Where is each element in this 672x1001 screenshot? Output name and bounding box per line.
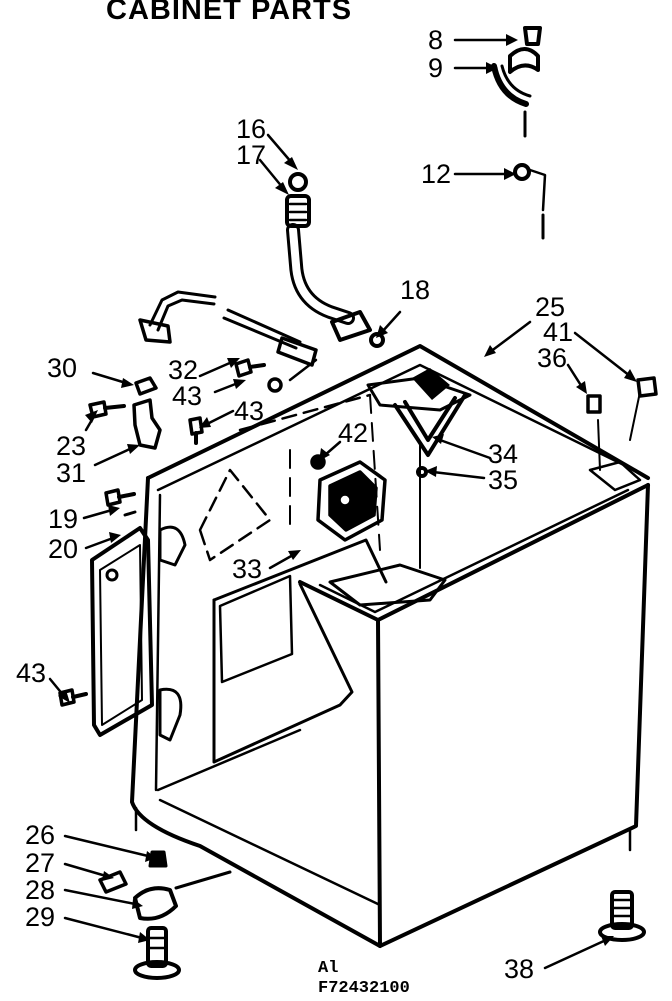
- callout-20: 20: [48, 534, 79, 564]
- callout-43-b: 43: [234, 396, 265, 426]
- callout-27: 27: [25, 848, 56, 878]
- callout-18: 18: [400, 275, 431, 305]
- callout-12: 12: [421, 159, 452, 189]
- hose-clamp-parts: [491, 26, 547, 240]
- page-title: CABINET PARTS: [106, 0, 353, 26]
- callout-19: 19: [48, 504, 79, 534]
- callout-43-a: 43: [172, 381, 203, 411]
- callout-36: 36: [537, 343, 568, 373]
- callout-25: 25: [535, 292, 566, 322]
- callout-28: 28: [25, 875, 56, 905]
- top-bracket: [393, 368, 467, 478]
- callout-30: 30: [47, 353, 78, 383]
- callout-34: 34: [488, 439, 519, 469]
- cabinet: [130, 344, 650, 948]
- callout-33: 33: [232, 554, 263, 584]
- callout-42: 42: [338, 418, 369, 448]
- callout-9: 9: [428, 53, 444, 83]
- side-panel: [90, 393, 372, 742]
- leader-arrows: [48, 34, 637, 970]
- callout-23: 23: [56, 431, 87, 461]
- leveling-legs: [98, 850, 646, 980]
- callout-31: 31: [56, 458, 87, 488]
- switch-assembly: [310, 454, 387, 542]
- callout-26: 26: [25, 820, 56, 850]
- small-hardware: [58, 358, 658, 707]
- callout-43-c: 43: [16, 658, 47, 688]
- inlet-hoses: [138, 172, 385, 382]
- callout-16: 16: [236, 114, 267, 144]
- callout-8: 8: [428, 25, 444, 55]
- callout-35: 35: [488, 465, 519, 495]
- callout-17: 17: [236, 140, 267, 170]
- callout-41: 41: [543, 317, 574, 347]
- revision-code: Al: [318, 959, 339, 978]
- callout-29: 29: [25, 902, 56, 932]
- drawing-number: F72432100: [318, 979, 410, 998]
- callout-38: 38: [504, 954, 535, 984]
- callout-32: 32: [168, 355, 199, 385]
